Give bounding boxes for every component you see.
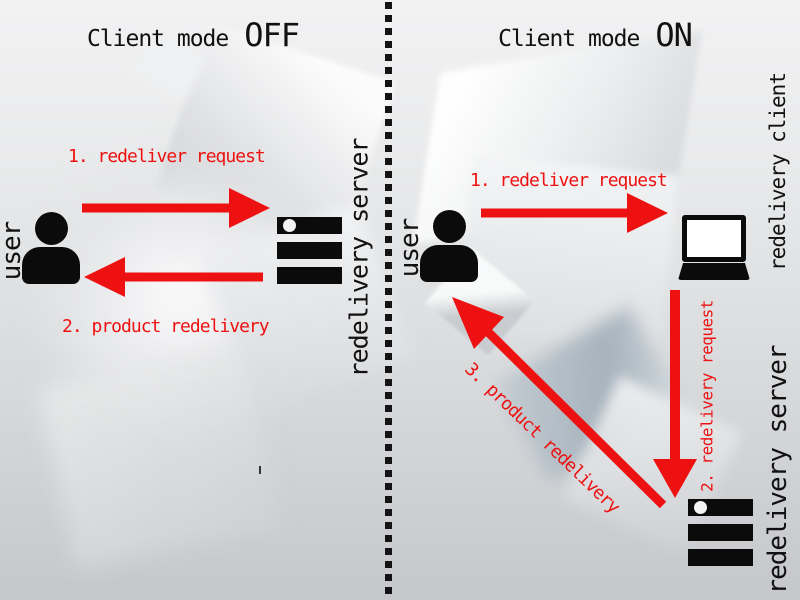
server-bar xyxy=(277,267,342,284)
right-arrow2-head xyxy=(653,459,697,498)
user-torso-shape xyxy=(22,247,80,284)
right-panel-title: Client mode ON xyxy=(400,16,790,54)
laptop-screen-shape xyxy=(682,215,746,262)
server-icon xyxy=(688,499,753,567)
right-step1-label: 1. redeliver request xyxy=(470,170,668,191)
laptop-icon xyxy=(678,215,750,283)
stray-mark xyxy=(259,466,261,474)
background-cube xyxy=(494,306,685,482)
right-server-label: redelivery server xyxy=(763,345,793,595)
server-bar xyxy=(277,242,342,259)
left-arrow2-head xyxy=(84,257,125,297)
panel-divider xyxy=(385,2,392,600)
left-title-text: Client mode xyxy=(86,26,229,52)
user-icon xyxy=(22,212,80,284)
server-icon xyxy=(277,217,342,285)
left-server-label: redelivery server xyxy=(344,138,374,378)
server-bar xyxy=(688,499,753,516)
server-bar xyxy=(688,524,753,541)
laptop-base-shape xyxy=(678,263,750,280)
right-mode-value: ON xyxy=(655,16,693,54)
right-arrow1-head xyxy=(627,193,668,233)
right-step2-label: 2. redelivery request xyxy=(697,300,717,492)
server-bar xyxy=(688,549,753,566)
user-head-shape xyxy=(35,212,68,245)
right-title-text: Client mode xyxy=(498,26,640,52)
right-step3-label: 3. product redelivery xyxy=(460,358,624,518)
left-step1-label: 1. redeliver request xyxy=(68,146,266,167)
user-torso-shape xyxy=(420,245,478,282)
right-arrow3-head xyxy=(452,297,504,349)
left-step2-label: 2. product redelivery xyxy=(62,316,270,337)
server-bar xyxy=(277,217,342,234)
user-head-shape xyxy=(433,210,466,243)
left-panel-title: Client mode OFF xyxy=(0,16,386,54)
left-arrow1-head xyxy=(229,188,270,228)
right-client-label: redelivery client xyxy=(766,73,790,271)
left-mode-value: OFF xyxy=(244,16,300,54)
background-cube xyxy=(38,345,282,570)
background-cube xyxy=(25,150,335,440)
user-icon xyxy=(420,210,478,282)
